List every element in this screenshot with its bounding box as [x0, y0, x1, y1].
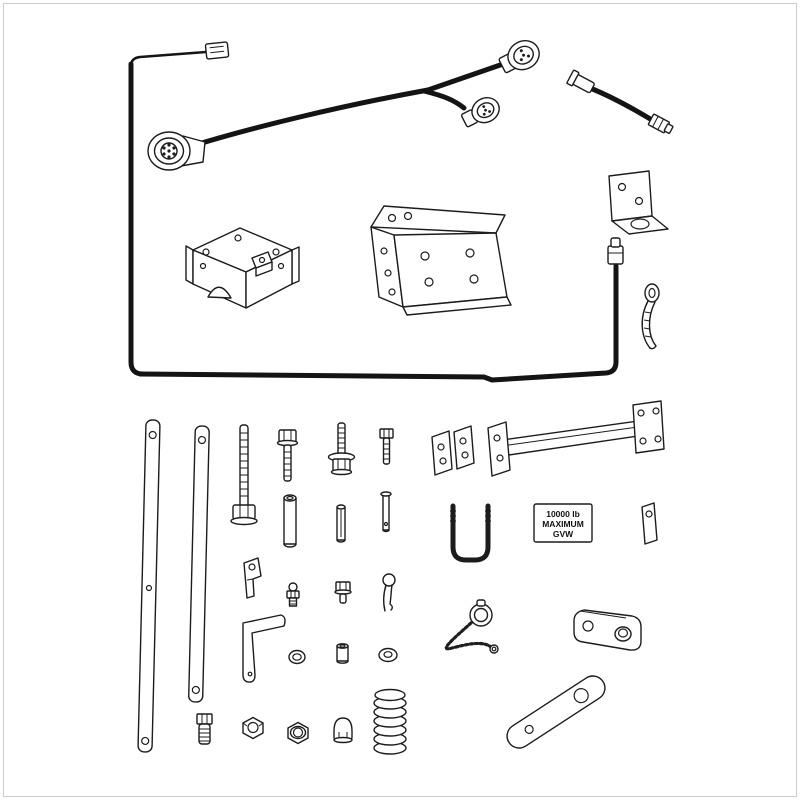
image-border [3, 3, 797, 797]
harness-connector-round-top [498, 40, 540, 74]
carriage-bolt-long [230, 424, 258, 526]
hex-nut [242, 716, 264, 740]
jumper-cable [566, 69, 674, 134]
roll-pin [336, 504, 346, 543]
flat-washer [378, 647, 398, 663]
threaded-stud-fitting [196, 713, 213, 745]
grease-fitting [286, 582, 300, 607]
clevis-pin [380, 491, 392, 533]
small-spacer [336, 643, 349, 664]
harness-connector-round-mid [460, 97, 500, 128]
receiver-channel-bracket [185, 227, 300, 309]
harness-flat-connector-top-left [197, 41, 230, 60]
lock-nut [287, 721, 309, 745]
set-screw [334, 581, 352, 604]
hex-bolt-medium [276, 429, 299, 482]
gvw-label-line2: MAXIMUM [542, 519, 584, 529]
mounting-plate-pair [431, 425, 475, 476]
hitch-pin-clip [382, 573, 396, 612]
spacer-tube [283, 494, 297, 548]
side-strap-long [137, 419, 161, 753]
o-ring [288, 649, 306, 665]
wiring-clip [243, 557, 262, 599]
cap-nut [333, 717, 353, 744]
bent-retainer-pin [242, 614, 286, 683]
gvw-label-line3: GVW [553, 529, 574, 539]
mounting-bracket [370, 205, 512, 316]
harness-connector-round-left [147, 131, 206, 171]
wiring-harness-cable [128, 50, 619, 383]
crossbar-with-end-plates [487, 400, 665, 477]
side-strap-short [188, 425, 210, 703]
compression-spring [373, 688, 407, 755]
support-bar-flat [506, 675, 606, 749]
shim-plate [641, 502, 658, 545]
hex-bolt-small [379, 428, 394, 465]
flange-bolt [327, 422, 356, 476]
harness-breakaway-connector-right [607, 237, 624, 265]
angle-bracket [608, 170, 669, 235]
clevis-block [573, 609, 642, 651]
u-bolt [450, 503, 491, 563]
dust-cap-with-chain [444, 599, 499, 654]
cable-tie [641, 283, 660, 350]
gvw-label-line1: 10000 lb [546, 509, 580, 519]
gvw-rating-label: 10000 lb MAXIMUM GVW [533, 503, 593, 543]
